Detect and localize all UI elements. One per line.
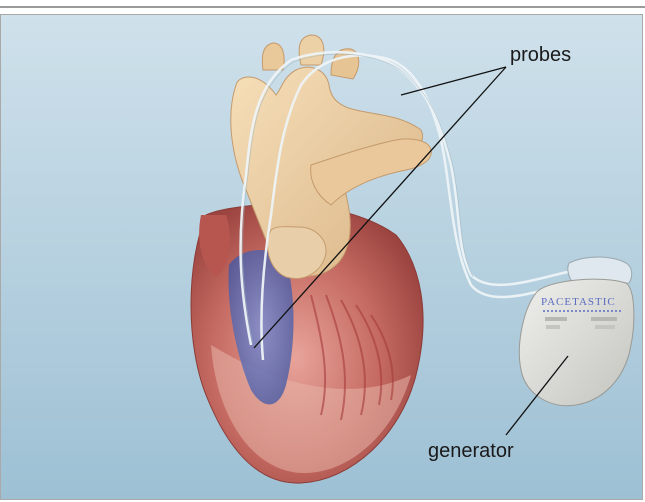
illustration-frame: PACETASTIC [0,14,643,500]
generator-brand: PACETASTIC [541,296,616,308]
label-generator: generator [428,440,514,463]
vessel-branch-1 [262,43,284,70]
pacemaker-illustration: PACETASTIC [1,15,643,500]
label-probes: probes [510,44,571,67]
vessel-branch-2 [299,35,324,65]
top-rule [0,0,645,14]
